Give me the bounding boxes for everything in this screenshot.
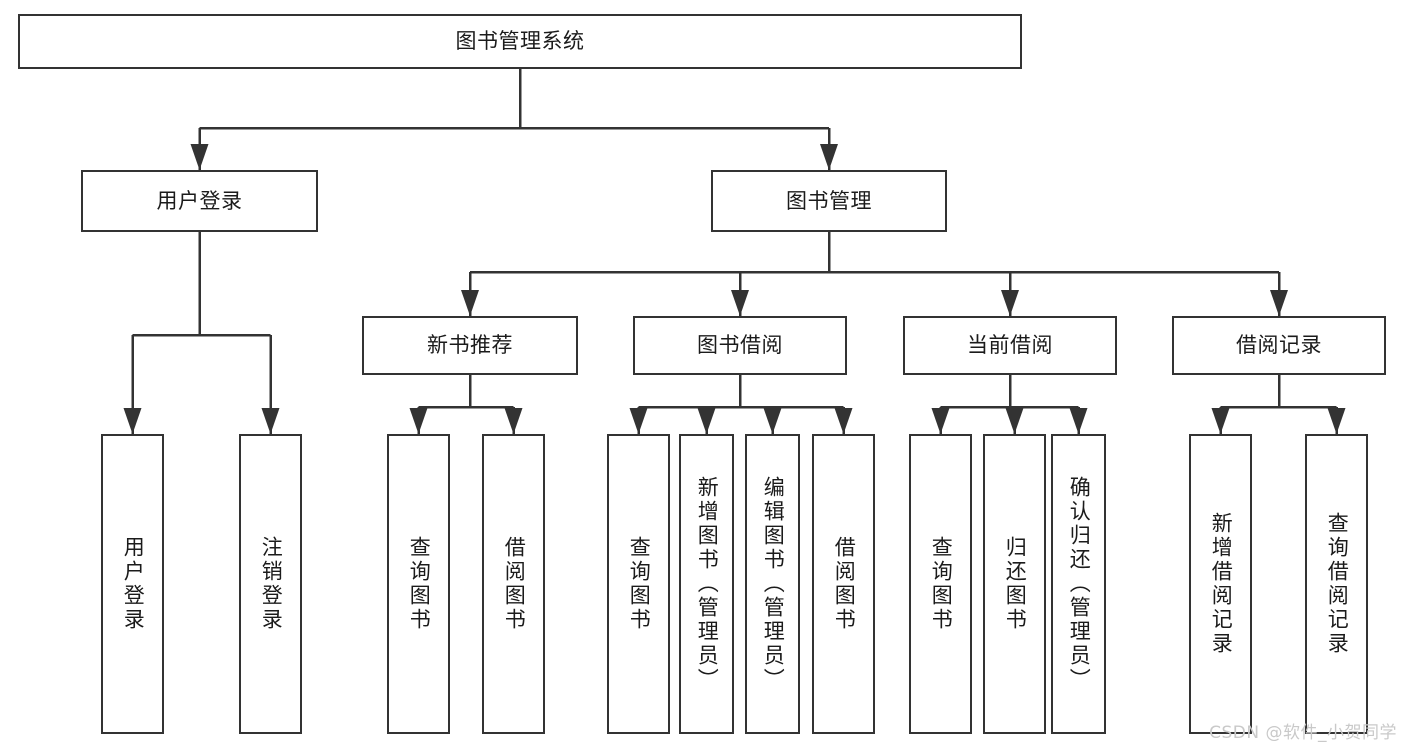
node-l_logout[interactable]: 注销登录 xyxy=(239,434,302,734)
node-label-l_qbook3: 查询图书 xyxy=(929,536,954,632)
node-label-l_qrec: 查询借阅记录 xyxy=(1325,512,1350,656)
node-label-records: 借阅记录 xyxy=(1236,333,1322,358)
arrowhead-l_qbook3 xyxy=(931,408,950,434)
node-l_qbook3[interactable]: 查询图书 xyxy=(909,434,972,734)
node-l_addbook[interactable]: 新增图书（管理员） xyxy=(679,434,734,734)
node-label-l_qbook1: 查询图书 xyxy=(407,536,432,632)
arrowhead-login xyxy=(190,144,209,170)
node-label-l_return: 归还图书 xyxy=(1003,536,1028,632)
node-root[interactable]: 图书管理系统 xyxy=(18,14,1022,69)
arrowhead-l_return xyxy=(1005,408,1024,434)
node-label-bookmgmt: 图书管理 xyxy=(786,188,872,213)
node-l_qbook1[interactable]: 查询图书 xyxy=(387,434,450,734)
node-label-l_addbook: 新增图书（管理员） xyxy=(695,476,720,692)
arrowhead-l_qbook1 xyxy=(409,408,428,434)
arrowhead-l_bbook1 xyxy=(504,408,523,434)
arrowhead-l_addrec xyxy=(1211,408,1230,434)
node-current[interactable]: 当前借阅 xyxy=(903,316,1117,375)
arrowhead-l_qrec xyxy=(1327,408,1346,434)
node-label-l_qbook2: 查询图书 xyxy=(627,536,652,632)
node-newbook[interactable]: 新书推荐 xyxy=(362,316,578,375)
arrowhead-current xyxy=(1001,290,1019,316)
node-l_confirm[interactable]: 确认归还（管理员） xyxy=(1051,434,1106,734)
node-label-newbook: 新书推荐 xyxy=(427,333,513,358)
node-label-l_logout: 注销登录 xyxy=(259,536,284,632)
node-l_bbook2[interactable]: 借阅图书 xyxy=(812,434,875,734)
arrowhead-l_login xyxy=(123,408,142,434)
node-l_editbook[interactable]: 编辑图书（管理员） xyxy=(745,434,800,734)
arrowhead-l_logout xyxy=(261,408,280,434)
node-login[interactable]: 用户登录 xyxy=(81,170,318,232)
node-l_bbook1[interactable]: 借阅图书 xyxy=(482,434,545,734)
csdn-watermark: CSDN @软件_小贺同学 xyxy=(1209,723,1397,743)
arrowhead-l_confirm xyxy=(1069,408,1088,434)
node-label-login: 用户登录 xyxy=(156,188,243,213)
arrowhead-l_addbook xyxy=(697,408,716,434)
node-borrow[interactable]: 图书借阅 xyxy=(633,316,847,375)
node-label-l_bbook1: 借阅图书 xyxy=(502,536,527,632)
node-label-l_editbook: 编辑图书（管理员） xyxy=(761,476,786,692)
node-l_qbook2[interactable]: 查询图书 xyxy=(607,434,670,734)
arrowhead-l_qbook2 xyxy=(629,408,648,434)
node-records[interactable]: 借阅记录 xyxy=(1172,316,1386,375)
arrowhead-newbook xyxy=(461,290,479,316)
arrowhead-borrow xyxy=(731,290,749,316)
node-label-root: 图书管理系统 xyxy=(455,29,585,54)
node-l_qrec[interactable]: 查询借阅记录 xyxy=(1305,434,1368,734)
node-label-l_confirm: 确认归还（管理员） xyxy=(1067,476,1092,692)
node-l_addrec[interactable]: 新增借阅记录 xyxy=(1189,434,1252,734)
arrowhead-l_editbook xyxy=(763,408,782,434)
node-label-l_login: 用户登录 xyxy=(121,536,146,632)
arrowhead-bookmgmt xyxy=(820,144,838,170)
node-label-l_bbook2: 借阅图书 xyxy=(832,536,857,632)
node-l_return[interactable]: 归还图书 xyxy=(983,434,1046,734)
arrowhead-records xyxy=(1270,290,1288,316)
node-label-current: 当前借阅 xyxy=(967,333,1053,358)
arrowhead-l_bbook2 xyxy=(834,408,853,434)
node-l_login[interactable]: 用户登录 xyxy=(101,434,164,734)
node-label-borrow: 图书借阅 xyxy=(697,333,783,358)
node-bookmgmt[interactable]: 图书管理 xyxy=(711,170,947,232)
node-label-l_addrec: 新增借阅记录 xyxy=(1209,512,1234,656)
